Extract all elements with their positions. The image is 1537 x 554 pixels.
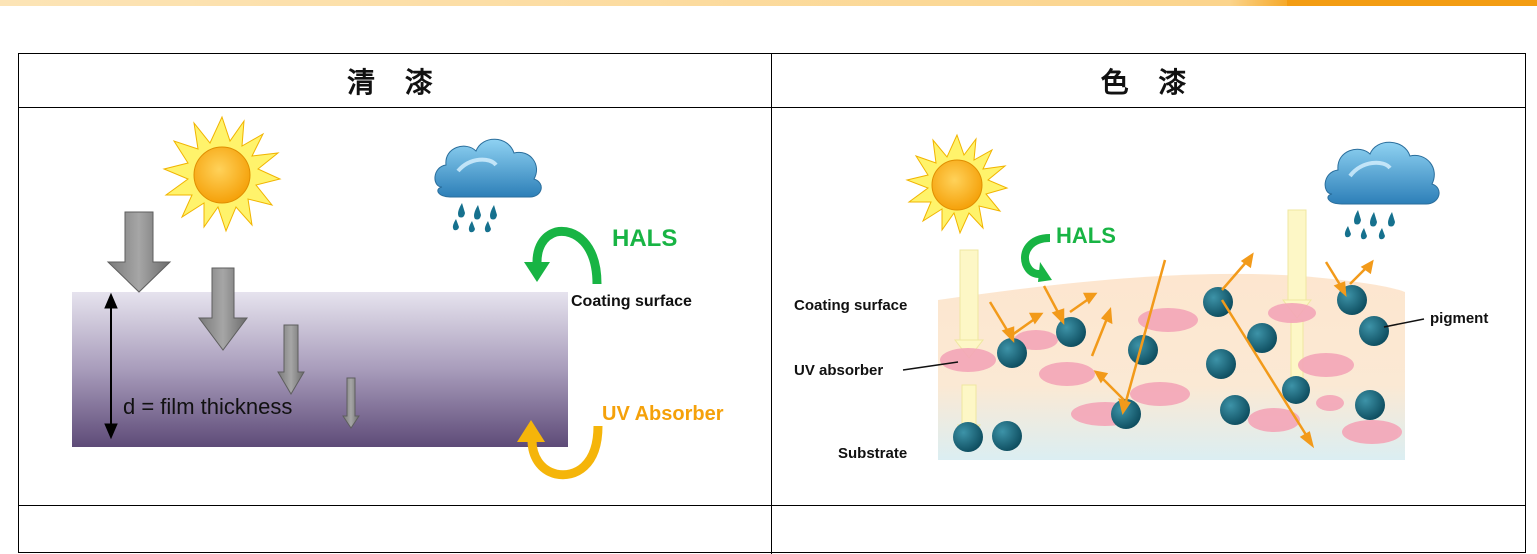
header-pigmented-coat: 色 漆 (1100, 65, 1197, 99)
film-thickness-label: d = film thickness (123, 394, 292, 419)
table-column-divider (771, 54, 772, 554)
comparison-table: 清 漆 色 漆 (18, 53, 1526, 554)
rain-cloud-icon (1324, 141, 1440, 240)
sun-icon (905, 133, 1009, 235)
uv-light-arrow-2 (198, 267, 248, 351)
uv-absorber-label-left: UV Absorber (602, 403, 724, 425)
pigment-leader-line (1383, 318, 1425, 328)
thickness-arrow (104, 292, 118, 440)
substrate-label: Substrate (838, 445, 907, 462)
hals-cycle-arrow (1021, 234, 1052, 282)
table-row-divider (19, 505, 1525, 506)
hals-label-left: HALS (612, 225, 677, 252)
clear-coat-film (72, 292, 568, 447)
pigment-particles (953, 285, 1389, 452)
hals-label-right: HALS (1056, 223, 1116, 248)
uv-light-arrow-3 (277, 324, 305, 395)
sun-icon (162, 115, 282, 233)
hals-cycle-arrow (524, 226, 602, 285)
header-clear-coat: 清 漆 (347, 65, 443, 99)
rain-cloud-icon (434, 138, 542, 233)
table-header-divider (19, 107, 1525, 108)
coating-surface-label-right: Coating surface (794, 297, 907, 314)
uv-light-arrow-1 (106, 211, 172, 293)
uv-absorber-label-right: UV absorber (794, 362, 883, 379)
top-accent-bar (0, 0, 1537, 6)
uv-absorber-particles (940, 303, 1402, 444)
top-accent-bar-highlight (1287, 0, 1537, 6)
uv-light-arrow-4 (342, 377, 360, 429)
pigment-label: pigment (1430, 310, 1488, 327)
diagram-canvas: d = film thickness HALS Coating surface … (72, 115, 1488, 480)
uv-absorber-leader-line (902, 361, 959, 371)
uv-absorber-cycle-arrow (517, 420, 603, 480)
scattered-light-arrows (988, 252, 1374, 449)
coating-surface-label-left: Coating surface (571, 293, 692, 310)
